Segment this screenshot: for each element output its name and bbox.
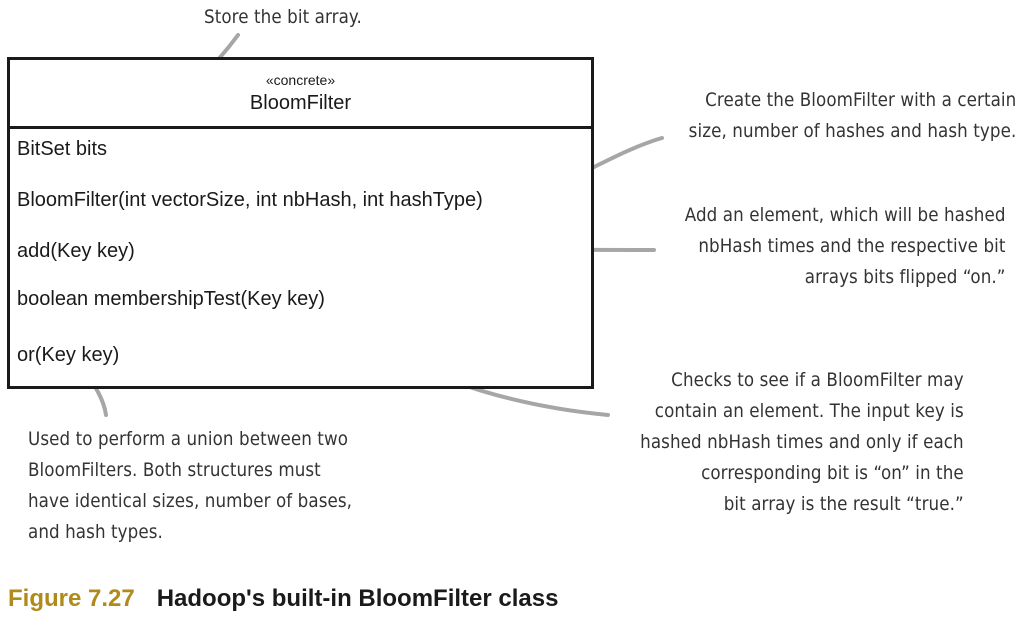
- annotation-line: Used to perform a union between two: [28, 428, 349, 450]
- uml-member-add: add(Key key): [17, 240, 135, 262]
- annotation-line: nbHash times and the respective bit: [698, 235, 1006, 257]
- annotation-line: contain an element. The input key is: [655, 400, 964, 422]
- annotation-membership-check: Checks to see if a BloomFilter may conta…: [640, 365, 964, 520]
- annotation-store-bit-array: Store the bit array.: [204, 2, 362, 33]
- uml-member-membership-test: boolean membershipTest(Key key): [17, 288, 325, 310]
- figure-label: Figure 7.27: [8, 585, 135, 612]
- uml-class-box: «concrete» BloomFilter BitSet bits Bloom…: [7, 57, 594, 389]
- annotation-line: arrays bits flipped “on.”: [805, 266, 1006, 288]
- annotation-line: corresponding bit is “on” in the: [701, 462, 964, 484]
- annotation-line: Add an element, which will be hashed: [685, 204, 1006, 226]
- annotation-line: BloomFilters. Both structures must: [28, 459, 321, 481]
- uml-member-constructor: BloomFilter(int vectorSize, int nbHash, …: [17, 189, 483, 211]
- figure-title: Hadoop's built-in BloomFilter class: [156, 585, 559, 612]
- annotation-line: Create the BloomFilter with a certain: [704, 89, 1016, 111]
- annotation-line: Checks to see if a BloomFilter may: [671, 369, 964, 391]
- annotation-line: size, number of hashes and hash type.: [688, 120, 1016, 142]
- uml-class-name: BloomFilter: [249, 92, 352, 114]
- annotation-line: and hash types.: [28, 521, 163, 543]
- uml-member-bits: BitSet bits: [17, 138, 108, 160]
- figure-caption: Figure 7.27 Hadoop's built-in BloomFilter…: [8, 584, 558, 614]
- annotation-create-bloomfilter: Create the BloomFilter with a certain si…: [688, 85, 1016, 147]
- annotation-add-element: Add an element, which will be hashed nbH…: [685, 200, 1006, 293]
- annotation-line: hashed nbHash times and only if each: [640, 431, 964, 453]
- annotation-line: Store the bit array.: [204, 6, 362, 28]
- annotation-union: Used to perform a union between two Bloo…: [28, 424, 352, 548]
- uml-class-header: «concrete» BloomFilter: [10, 60, 591, 129]
- annotation-line: have identical sizes, number of bases,: [28, 490, 353, 512]
- uml-stereotype: «concrete»: [265, 72, 336, 88]
- uml-member-or: or(Key key): [17, 344, 120, 366]
- annotation-line: bit array is the result “true.”: [723, 493, 964, 515]
